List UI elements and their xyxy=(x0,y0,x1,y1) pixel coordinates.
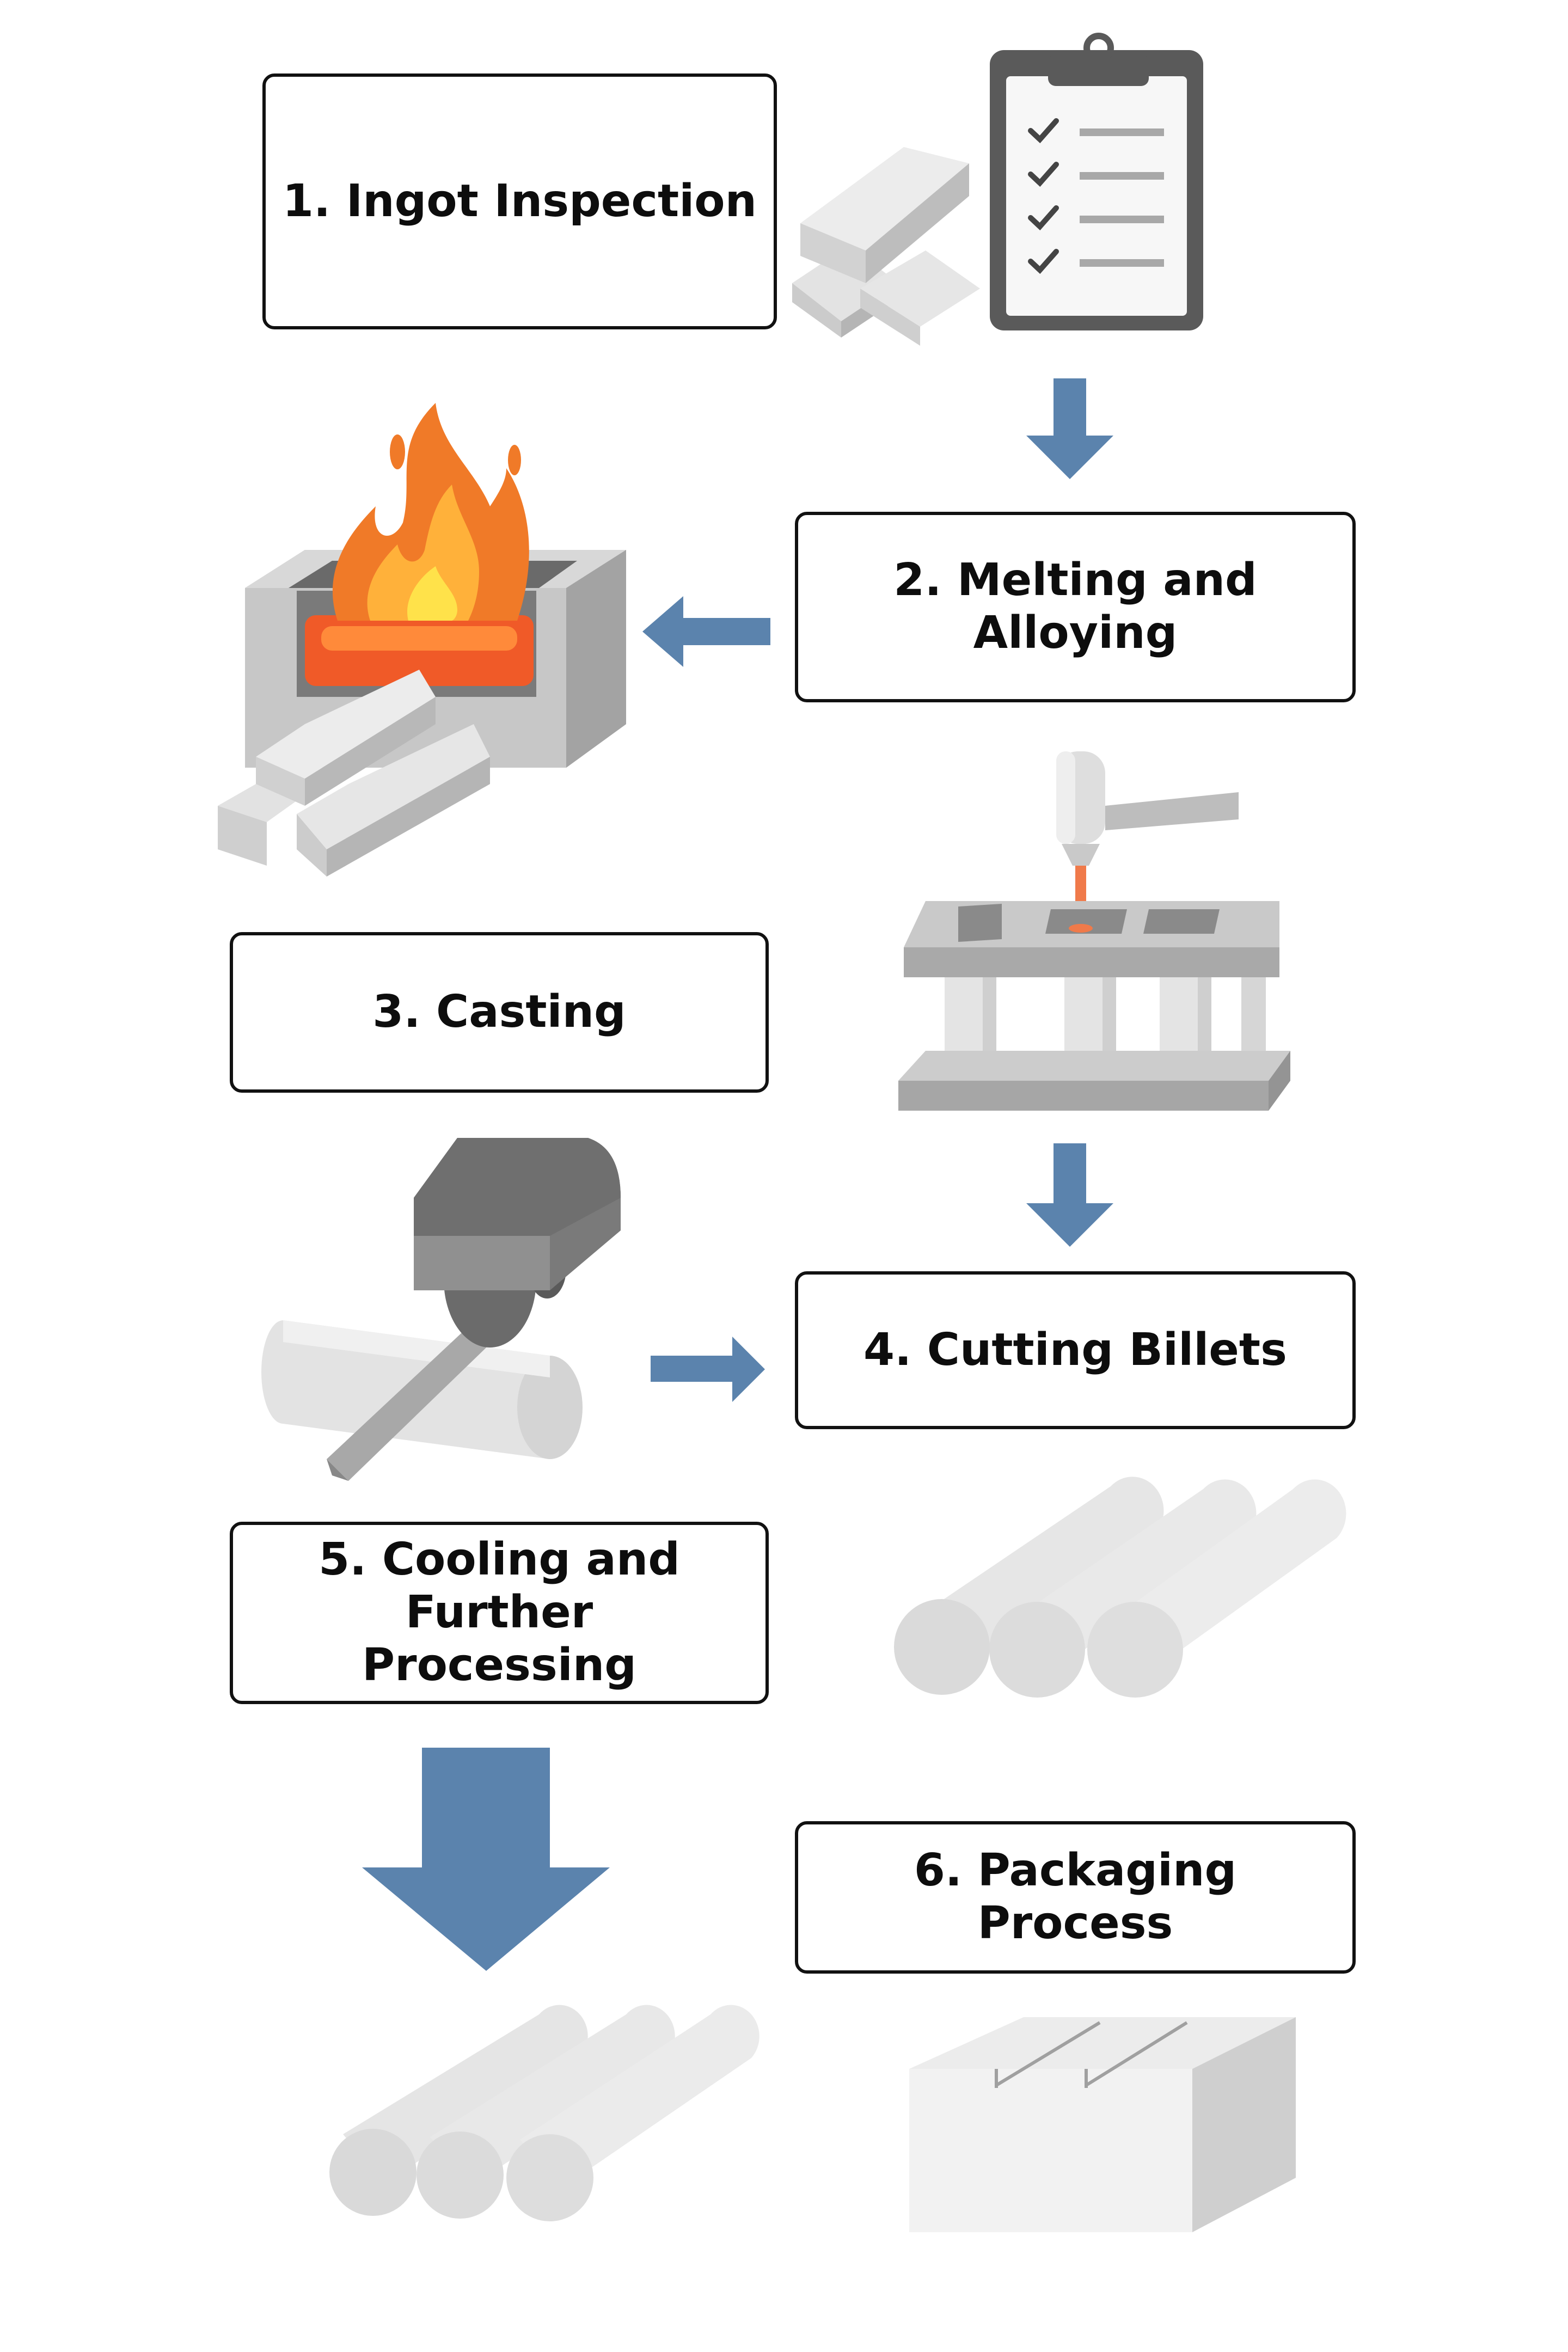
arrow-down-1-to-2 xyxy=(1026,378,1113,479)
checklist-clipboard-icon xyxy=(990,33,1203,330)
arrow-right-cutter-to-4 xyxy=(651,1337,765,1402)
arrow-down-5-to-rods xyxy=(362,1748,610,1971)
step-6-label: 6. Packaging Process xyxy=(914,1845,1237,1949)
cooled-rods-icon xyxy=(329,2005,759,2221)
furnace-fire-icon xyxy=(218,403,626,877)
ingot-stack-icon xyxy=(792,147,980,346)
step-5-box: 5. Cooling and Further Processing xyxy=(230,1522,769,1704)
arrow-left-2-to-furnace xyxy=(642,596,770,667)
step-3-label: 3. Casting xyxy=(372,986,626,1038)
step-5-label: 5. Cooling and Further Processing xyxy=(318,1534,680,1691)
arrow-down-casting-to-4 xyxy=(1026,1143,1113,1247)
package-box-icon xyxy=(909,2017,1296,2232)
step-2-box: 2. Melting and Alloying xyxy=(795,512,1356,702)
step-4-box: 4. Cutting Billets xyxy=(795,1271,1356,1429)
casting-machine-icon xyxy=(898,751,1290,1111)
step-4-label: 4. Cutting Billets xyxy=(863,1324,1287,1376)
billet-cutter-icon xyxy=(261,1138,621,1481)
step-1-box: 1. Ingot Inspection xyxy=(262,74,777,329)
step-1-label: 1. Ingot Inspection xyxy=(282,175,757,227)
step-2-label: 2. Melting and Alloying xyxy=(893,554,1257,659)
billet-rods-icon xyxy=(894,1477,1346,1698)
step-6-box: 6. Packaging Process xyxy=(795,1821,1356,1974)
step-3-box: 3. Casting xyxy=(230,932,769,1093)
